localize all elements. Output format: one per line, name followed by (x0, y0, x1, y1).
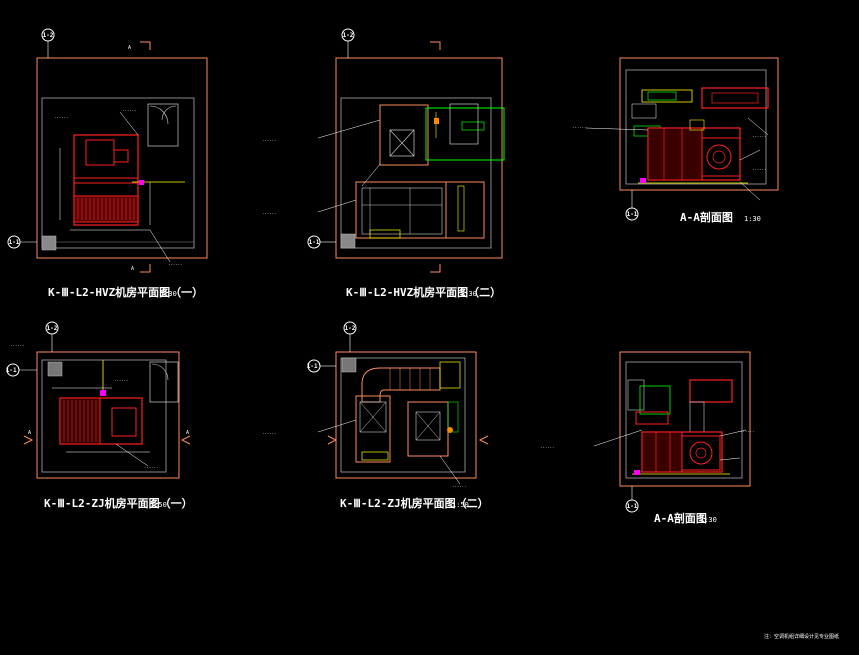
plan-4: ...... ...... 1-2 1-1' K-Ⅲ-L2-ZJ机房平面图（二）… (262, 321, 489, 510)
svg-text:......: ...... (752, 166, 766, 171)
svg-text:......: ...... (752, 133, 766, 138)
grid-label: 1-2 (345, 325, 356, 332)
plan-3: ...... ...... ...... 1-2 1-1' A A K-Ⅲ-L2… (6, 321, 193, 510)
svg-text:......: ...... (452, 483, 466, 488)
svg-text:......: ...... (168, 261, 182, 266)
drawing-scale: 1:30 (700, 516, 717, 524)
svg-text:......: ...... (572, 124, 586, 129)
grid-label: 1-2 (43, 32, 54, 39)
svg-text:......: ...... (262, 210, 276, 215)
grid-label: 1-1 (627, 503, 638, 510)
section-mark-a: A (131, 266, 134, 272)
drawing-scale: 1:50 (452, 501, 469, 509)
drawing-scale: 1:30 (460, 290, 477, 298)
section-mark-a: A (28, 430, 31, 436)
drawing-scale: 1:50 (150, 501, 167, 509)
grid-label: 1-1' (307, 363, 321, 370)
svg-text:......: ...... (540, 444, 554, 449)
section-1: ...... ...... ...... 1-1 A-A剖面图 1:30 (572, 57, 779, 224)
footnote: 注：空调机组详细设计见专业图纸 (764, 633, 839, 640)
svg-text:......: ...... (114, 377, 128, 382)
drawing-title: K-Ⅲ-L2-ZJ机房平面图（一） (44, 496, 193, 510)
section-2: ...... ...... 1-1 A-A剖面图 1:30 (540, 351, 754, 525)
grid-label: 1-2 (343, 32, 354, 39)
svg-text:......: ...... (262, 430, 276, 435)
svg-text:......: ...... (144, 464, 158, 469)
svg-text:......: ...... (740, 428, 754, 433)
drawing-title: A-A剖面图 (680, 210, 733, 224)
grid-label: 1-1' (6, 367, 20, 374)
grid-label: 1-1 (9, 239, 20, 246)
svg-text:......: ...... (10, 342, 24, 347)
drawing-scale: 1:30 (160, 290, 177, 298)
section-mark-a: A (186, 430, 189, 436)
plan-1: ...... ...... ...... A A 1-2 1-1 K-Ⅲ-L2-… (7, 28, 208, 299)
svg-text:......: ...... (262, 137, 276, 142)
drawing-title: A-A剖面图 (654, 511, 707, 525)
section-mark-a: A (128, 45, 131, 51)
drawing-title: K-Ⅲ-L2-HVZ机房平面图（一） (48, 285, 203, 299)
drawing-title: K-Ⅲ-L2-ZJ机房平面图（二） (340, 496, 489, 510)
svg-text:......: ...... (122, 107, 136, 112)
grid-label: 1-2 (47, 325, 58, 332)
grid-label: 1-1 (309, 239, 320, 246)
svg-text:......: ...... (54, 114, 68, 119)
plan-2: ...... ...... 1-2 1-1 K-Ⅲ-L2-HVZ机房平面图（二）… (262, 28, 505, 299)
grid-label: 1-1 (627, 211, 638, 218)
drawing-title: K-Ⅲ-L2-HVZ机房平面图（二） (346, 285, 501, 299)
drawing-scale: 1:30 (744, 215, 761, 223)
